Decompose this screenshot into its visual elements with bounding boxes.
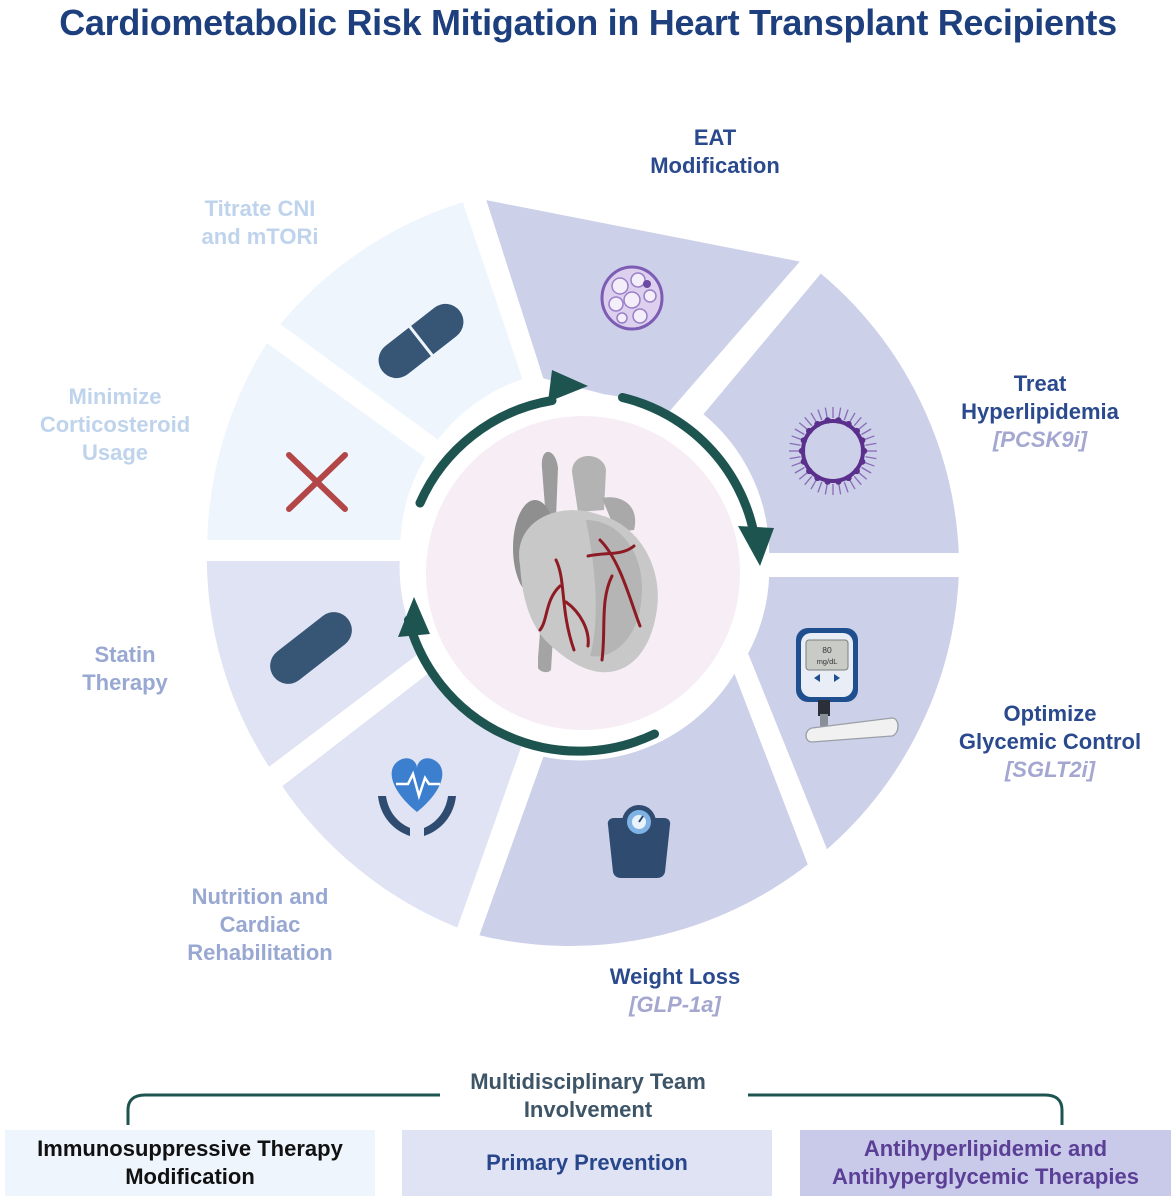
fat-cell-icon xyxy=(600,265,664,331)
immuno-line1: Immunosuppressive Therapy xyxy=(37,1136,343,1161)
lipid-line1: Treat xyxy=(1013,371,1067,396)
category-primary-prevention: Primary Prevention xyxy=(402,1130,772,1196)
cross-icon xyxy=(286,452,348,512)
primary-label: Primary Prevention xyxy=(486,1150,688,1175)
nutr-line3: Rehabilitation xyxy=(187,940,333,965)
cort-line1: Minimize xyxy=(68,384,162,409)
label-nutrition-rehab: Nutrition and Cardiac Rehabilitation xyxy=(160,883,360,967)
eat-line2: Modification xyxy=(650,153,780,178)
team-line2: Involvement xyxy=(523,1097,653,1122)
meter-unit-text: mg/dL xyxy=(817,657,838,666)
label-treat-hyperlipidemia: Treat Hyperlipidemia [PCSK9i] xyxy=(930,370,1150,454)
lipoprotein-icon xyxy=(789,407,877,495)
arrow-head-icon xyxy=(738,526,774,566)
cni-line1: Titrate CNI xyxy=(204,196,316,221)
lipid-drug: [PCSK9i] xyxy=(992,427,1088,452)
glyc-drug: [SGLT2i] xyxy=(1004,757,1096,782)
arrow-head-icon xyxy=(398,597,430,637)
label-eat-modification: EAT Modification xyxy=(615,124,815,180)
eat-line1: EAT xyxy=(693,125,737,150)
page-title: Cardiometabolic Risk Mitigation in Heart… xyxy=(59,2,1117,43)
category-immunosuppressive: Immunosuppressive Therapy Modification xyxy=(5,1130,375,1196)
anti-line1: Antihyperlipidemic and xyxy=(863,1136,1108,1161)
immuno-line2: Modification xyxy=(125,1164,255,1189)
cort-line3: Usage xyxy=(81,440,149,465)
label-weight-loss: Weight Loss [GLP-1a] xyxy=(575,963,775,1019)
cycle-arrows xyxy=(404,393,759,756)
segment-treat-hyperlipidemia xyxy=(691,261,969,563)
heart-icon xyxy=(513,451,658,673)
label-corticosteroid: Minimize Corticosteroid Usage xyxy=(20,383,210,467)
team-line1: Multidisciplinary Team xyxy=(470,1069,706,1094)
lipid-line2: Hyperlipidemia xyxy=(961,399,1119,424)
pill-icon xyxy=(270,612,352,684)
label-statin-therapy: Statin Therapy xyxy=(40,641,210,697)
cni-line2: and mTORi xyxy=(201,224,319,249)
weight-line1: Weight Loss xyxy=(609,964,741,989)
label-glycemic-control: Optimize Glycemic Control [SGLT2i] xyxy=(935,700,1165,784)
capsule-icon xyxy=(378,303,464,379)
heart-hands-icon xyxy=(378,758,456,836)
label-titrate-cni: Titrate CNI and mTORi xyxy=(180,195,340,251)
team-involvement-label: Multidisciplinary Team Involvement xyxy=(438,1068,738,1124)
glyc-line1: Optimize xyxy=(1003,701,1097,726)
statin-line1: Statin xyxy=(94,642,156,667)
category-antihyper-therapies: Antihyperlipidemic and Antihyperglycemic… xyxy=(800,1130,1171,1196)
scale-icon xyxy=(607,805,671,878)
glucometer-icon: 80 mg/dL xyxy=(796,628,899,743)
segment-corticosteroid xyxy=(197,331,437,550)
arrow-head-icon xyxy=(548,370,588,402)
cort-line2: Corticosteroid xyxy=(39,412,191,437)
nutr-line2: Cardiac xyxy=(219,912,301,937)
weight-drug: [GLP-1a] xyxy=(629,992,721,1017)
anti-line2: Antihyperglycemic Therapies xyxy=(832,1164,1139,1189)
meter-value-text: 80 xyxy=(822,645,832,655)
segment-titrate-cni xyxy=(268,191,534,452)
statin-line2: Therapy xyxy=(82,670,168,695)
glyc-line2: Glycemic Control xyxy=(958,729,1142,754)
nutr-line1: Nutrition and xyxy=(191,884,329,909)
